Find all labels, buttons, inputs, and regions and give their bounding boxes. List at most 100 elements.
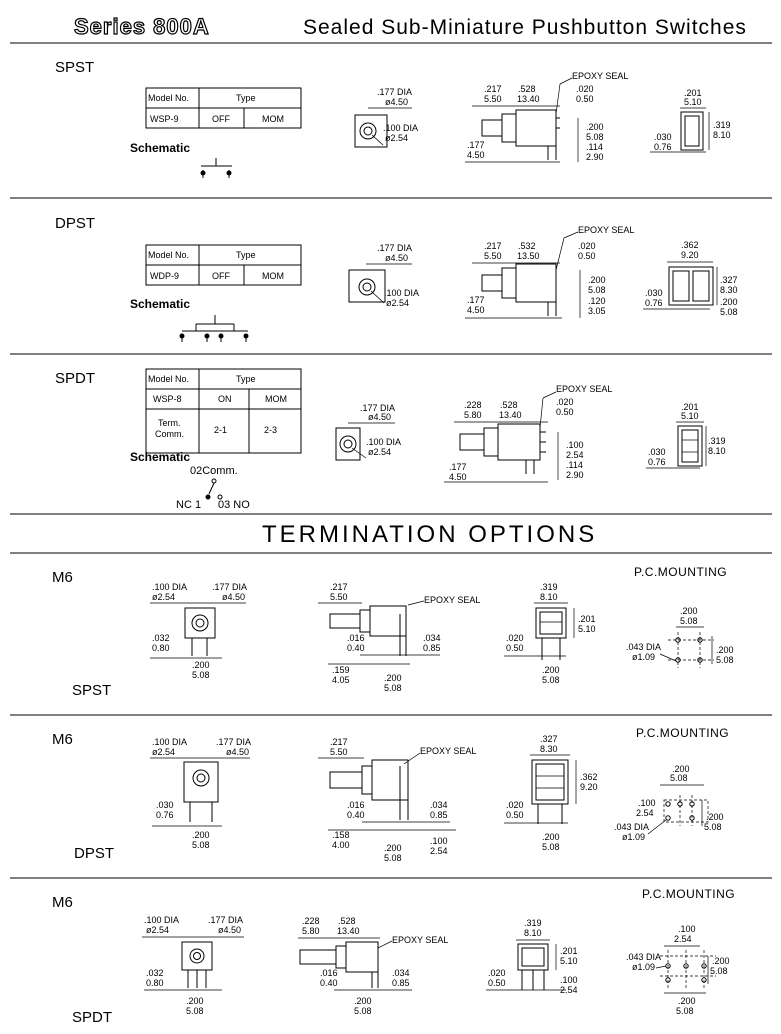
dim-label: .177 DIA: [208, 915, 243, 925]
schematic-no-label: 03 NO: [218, 499, 250, 511]
dim-label: .200: [712, 956, 730, 966]
dim-label: 0.40: [347, 810, 365, 820]
dim-label: 0.85: [430, 810, 448, 820]
dim-label: .114: [586, 142, 603, 152]
table-cell-comm: Comm.: [155, 429, 184, 439]
dim-label: .200: [716, 645, 734, 655]
dim-label: .200: [192, 660, 210, 670]
m6-spst-side-view: .217 5.50 EPOXY SEAL .016 0.40 .034 0.85…: [318, 582, 480, 693]
dim-label: .100 DIA: [144, 915, 179, 925]
dim-label: .362: [681, 240, 699, 250]
dim-label: .201: [681, 402, 699, 412]
dpst-model-table: Model No. Type WDP-9 OFF MOM: [145, 244, 302, 286]
dim-label: .030: [645, 288, 663, 298]
dim-label: 3.05: [588, 306, 606, 316]
termination-label: DPST: [74, 845, 114, 862]
dpst-section: DPST Model No. Type WDP-9 OFF MOM Schema…: [55, 215, 738, 342]
dim-label: 2.54: [560, 985, 578, 995]
dim-label: 5.08: [192, 840, 210, 850]
table-header-model: Model No.: [148, 250, 189, 260]
schematic-comm-label: 02Comm.: [190, 465, 238, 477]
dim-label: .100: [560, 975, 578, 985]
dim-label: ø2.54: [368, 447, 391, 457]
spst-section: SPST Model No. Type WSP-9 OFF MOM Schema…: [55, 59, 731, 178]
dim-label: 5.08: [676, 1006, 694, 1016]
dim-label: .528: [518, 84, 536, 94]
dim-label: 2.54: [636, 808, 654, 818]
dim-label: .217: [330, 582, 348, 592]
dim-label: .177 DIA: [216, 737, 251, 747]
dim-label: .200: [354, 996, 372, 1006]
dim-label: 8.10: [713, 130, 731, 140]
dim-label: .177 DIA: [360, 403, 395, 413]
m6-dpst-section: M6 DPST P.C.MOUNTING .100 DIA ø2.54 .177…: [52, 726, 729, 863]
dim-label: .158: [332, 830, 350, 840]
dim-label: .228: [302, 916, 320, 926]
table-header-type: Type: [236, 250, 256, 260]
dim-label: 5.08: [542, 842, 560, 852]
dim-label: .200: [672, 764, 690, 774]
dim-label: .030: [648, 447, 666, 457]
dim-label: .200: [384, 673, 402, 683]
dim-label: 0.76: [648, 457, 666, 467]
dim-label: 5.10: [560, 956, 578, 966]
dim-label: EPOXY SEAL: [420, 746, 476, 756]
dim-label: EPOXY SEAL: [556, 384, 612, 394]
m6-dpst-top-view: .327 8.30 .362 9.20 .020 0.50 .200 5.08: [504, 734, 598, 852]
dim-label: .159: [332, 665, 350, 675]
dpst-top-view: .362 9.20 .327 8.30 .200 5.08 .030 0.76: [643, 240, 738, 317]
dim-label: .100 DIA: [366, 437, 401, 447]
dim-label: 2.90: [566, 470, 584, 480]
dim-label: .177: [467, 140, 485, 150]
spst-model-table: Model No. Type WSP-9 OFF MOM: [145, 87, 302, 129]
dim-label: .034: [423, 633, 441, 643]
dim-label: 2.54: [430, 846, 448, 856]
dim-label: .319: [524, 918, 542, 928]
table-cell-type-2: MOM: [265, 394, 287, 404]
dim-label: 0.76: [645, 298, 663, 308]
pc-mounting-label: P.C.MOUNTING: [642, 887, 735, 901]
dim-label: ø4.50: [226, 747, 249, 757]
dim-label: 0.50: [556, 407, 574, 417]
dim-label: 5.08: [542, 675, 560, 685]
dim-label: 0.40: [320, 978, 338, 988]
dim-label: EPOXY SEAL: [572, 71, 628, 81]
dim-label: 5.10: [681, 411, 699, 421]
dim-label: .200: [192, 830, 210, 840]
dim-label: 4.05: [332, 675, 350, 685]
dim-label: .200: [706, 812, 724, 822]
table-cell-type-2: MOM: [262, 271, 284, 281]
spst-side-view: .217 5.50 .528 13.40 EPOXY SEAL .020 0.5…: [465, 71, 628, 163]
dim-label: .032: [146, 968, 164, 978]
dim-label: .532: [518, 241, 536, 251]
spdt-top-view: .201 5.10 .319 8.10 .030 0.76: [646, 402, 726, 469]
schematic-label: Schematic: [130, 297, 190, 311]
dim-label: ø4.50: [385, 97, 408, 107]
table-header-model: Model No.: [148, 93, 189, 103]
dim-label: 5.50: [484, 94, 502, 104]
dim-label: .200: [720, 297, 738, 307]
spdt-front-view: .177 DIA ø4.50 .100 DIA ø2.54: [335, 403, 401, 461]
dim-label: 5.08: [680, 616, 698, 626]
dim-label: ø1.09: [632, 962, 655, 972]
dim-label: 13.40: [517, 94, 540, 104]
spst-front-view: .177 DIA ø4.50 .100 DIA ø2.54: [354, 87, 418, 148]
m6-dpst-pc-mounting: .200 5.08 .100 2.54 .043 DIA ø1.09 .200 …: [614, 764, 724, 842]
dim-label: .177 DIA: [212, 582, 247, 592]
dim-label: 0.85: [392, 978, 410, 988]
dim-label: .100: [430, 836, 448, 846]
dim-label: 2.54: [566, 450, 584, 460]
dim-label: .177 DIA: [377, 243, 412, 253]
dim-label: 0.50: [506, 643, 524, 653]
dpst-schematic-symbol: [179, 315, 249, 342]
dim-label: .016: [320, 968, 338, 978]
dim-label: 8.30: [720, 285, 738, 295]
dim-label: .020: [506, 800, 524, 810]
dim-label: .043 DIA: [626, 952, 661, 962]
dim-label: 0.50: [576, 94, 594, 104]
dim-label: 2.54: [674, 934, 692, 944]
dim-label: .020: [488, 968, 506, 978]
dim-label: ø2.54: [385, 133, 408, 143]
spst-top-view: .201 5.10 .319 8.10 .030 0.76: [650, 88, 731, 153]
dim-label: 5.08: [192, 670, 210, 680]
